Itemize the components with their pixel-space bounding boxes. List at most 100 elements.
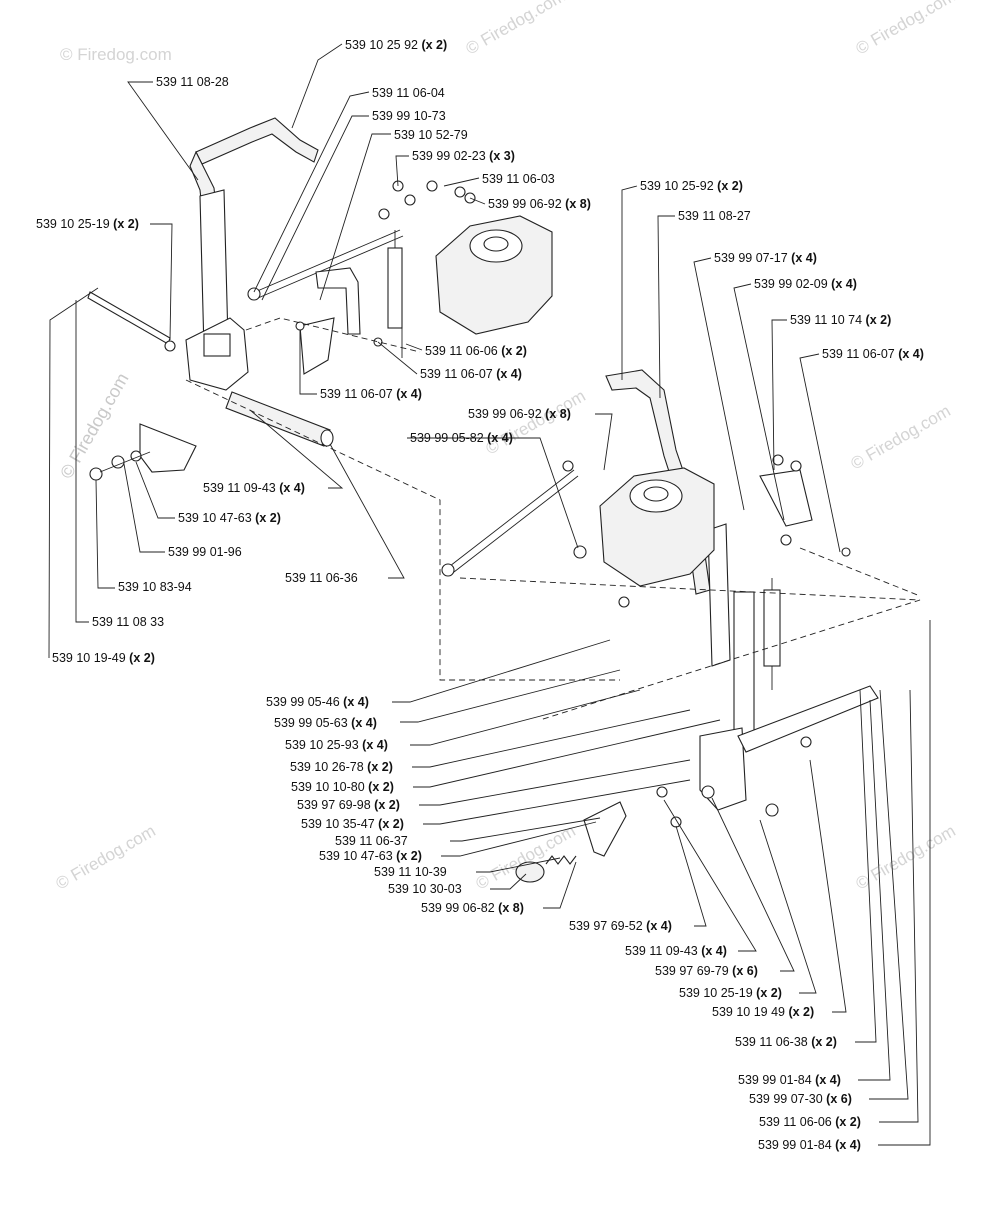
alignment-dashed-line [245, 317, 421, 353]
leader-line [809, 759, 847, 1013]
part-callout-label: 539 99 05-63 (x 4) [274, 716, 377, 730]
right-bolt-head [573, 545, 587, 559]
right-washer [765, 803, 779, 817]
part-quantity: (x 8) [562, 197, 591, 211]
part-quantity: (x 4) [340, 695, 369, 709]
part-quantity: (x 2) [785, 1005, 814, 1019]
part-number: 539 99 07-30 [749, 1092, 823, 1106]
left-nut [404, 194, 416, 206]
part-callout-label: 539 11 06-07 (x 4) [420, 367, 522, 381]
part-number: 539 11 08 33 [92, 615, 164, 629]
right-nut [841, 547, 851, 557]
part-number: 539 10 10-80 [291, 780, 365, 794]
part-number: 539 99 01-84 [758, 1138, 832, 1152]
leader-line [291, 43, 343, 129]
right-nut [780, 534, 792, 546]
leader-line [711, 797, 795, 972]
part-callout-label: 539 11 06-06 (x 2) [425, 344, 527, 358]
part-callout-label: 539 10 25-92 (x 2) [640, 179, 743, 193]
left-tie-rod [254, 229, 401, 293]
left-bolt-head [426, 180, 438, 192]
part-quantity: (x 4) [643, 919, 672, 933]
alignment-dashed-line [799, 547, 921, 597]
part-callout-label: 539 11 06-38 (x 2) [735, 1035, 837, 1049]
leader-line [413, 719, 721, 788]
part-callout-label: 539 97 69-98 (x 2) [297, 798, 400, 812]
part-quantity: (x 2) [418, 38, 447, 52]
alignment-lines [185, 317, 921, 721]
part-callout-label: 539 99 06-92 (x 8) [468, 407, 571, 421]
leader-line [127, 81, 199, 181]
part-number: 539 99 10-73 [372, 109, 446, 123]
part-callout-label: 539 99 07-30 (x 6) [749, 1092, 852, 1106]
part-number: 539 10 47-63 [178, 511, 252, 525]
leader-line [410, 689, 641, 746]
part-callout-label: 539 10 52-79 [394, 128, 468, 142]
right-control-arm [737, 685, 879, 753]
part-number: 539 10 52-79 [394, 128, 468, 142]
part-callout-label: 539 10 25-19 (x 2) [679, 986, 782, 1000]
part-number: 539 10 25-92 [640, 179, 714, 193]
part-callout-label: 539 99 06-92 (x 8) [488, 197, 591, 211]
part-callout-label: 539 99 05-46 (x 4) [266, 695, 369, 709]
part-quantity: (x 2) [365, 780, 394, 794]
part-number: 539 11 06-06 [759, 1115, 832, 1129]
part-callout-label: 539 99 06-82 (x 8) [421, 901, 524, 915]
part-number: 539 99 05-63 [274, 716, 348, 730]
part-number: 539 10 25-19 [36, 217, 110, 231]
leader-line [450, 817, 601, 842]
leader-line [855, 689, 877, 1043]
leader-line [858, 699, 891, 1081]
right-ball-joint [441, 563, 455, 577]
left-nut [295, 321, 305, 331]
leader-line [419, 759, 691, 806]
part-quantity: (x 4) [812, 1073, 841, 1087]
part-quantity: (x 2) [126, 651, 155, 665]
leader-line [621, 185, 638, 380]
right-handle-bar [605, 369, 711, 595]
part-number: 539 99 06-82 [421, 901, 495, 915]
right-pump-housing [599, 467, 715, 587]
leader-line [95, 479, 115, 589]
part-callout-label: 539 10 30-03 [388, 882, 462, 896]
part-callout-label: 539 10 19 49 (x 2) [712, 1005, 814, 1019]
part-number: 539 97 69-98 [297, 798, 371, 812]
part-number: 539 11 06-03 [482, 172, 555, 186]
left-pivot-block [203, 333, 231, 357]
part-callout-label: 539 99 01-96 [168, 545, 242, 559]
part-quantity: (x 2) [371, 798, 400, 812]
part-quantity: (x 2) [110, 217, 139, 231]
part-number: 539 11 06-07 [822, 347, 895, 361]
part-callout-label: 539 99 07-17 (x 4) [714, 251, 817, 265]
part-callout-label: 539 11 06-37 [335, 834, 408, 848]
left-long-rod [87, 291, 171, 345]
leader-line [329, 443, 405, 579]
right-bolt-head [772, 454, 784, 466]
part-number: 539 11 06-07 [320, 387, 393, 401]
left-bolt-head [89, 467, 103, 481]
right-spring [545, 855, 577, 865]
part-number: 539 11 09-43 [625, 944, 698, 958]
part-callout-label: 539 97 69-52 (x 4) [569, 919, 672, 933]
alignment-dashed-line [185, 379, 620, 681]
part-number: 539 99 02-09 [754, 277, 828, 291]
leader-line [75, 300, 89, 623]
leader-line [135, 461, 175, 519]
right-damper-cylinder [763, 589, 781, 667]
part-number: 539 10 47-63 [319, 849, 393, 863]
part-number: 539 11 08-27 [678, 209, 751, 223]
part-callout-label: 539 10 35-47 (x 2) [301, 817, 404, 831]
part-number: 539 11 06-38 [735, 1035, 808, 1049]
part-number: 539 11 08-28 [156, 75, 229, 89]
part-number: 539 99 05-46 [266, 695, 340, 709]
part-callout-label: 539 10 47-63 (x 2) [319, 849, 422, 863]
part-number: 539 99 02-23 [412, 149, 486, 163]
part-quantity: (x 2) [393, 849, 422, 863]
right-nut [562, 460, 574, 472]
right-upright-plate [707, 523, 731, 667]
part-number: 539 99 01-84 [738, 1073, 812, 1087]
leader-line [253, 91, 370, 293]
part-callout-label: 539 10 26-78 (x 2) [290, 760, 393, 774]
right-base-bracket [759, 469, 813, 527]
